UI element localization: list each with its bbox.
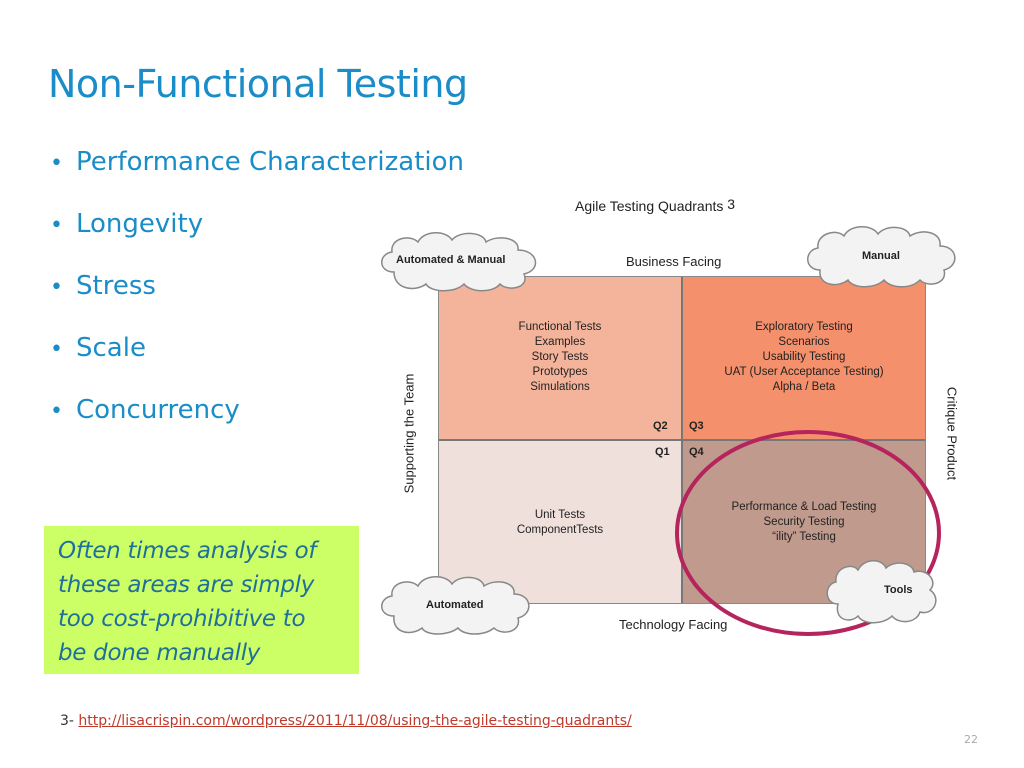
- cloud-bottom-left: Automated: [374, 574, 534, 640]
- cloud-label: Automated & Manual: [396, 254, 506, 266]
- quadrant-label-q3: Q3: [689, 420, 704, 432]
- quadrant-label-q1: Q1: [655, 446, 670, 458]
- bullet-dot: •: [50, 151, 63, 176]
- footnote: 3- http://lisacrispin.com/wordpress/2011…: [60, 713, 632, 729]
- quadrant-divider-horizontal: [438, 439, 926, 441]
- axis-label-bottom: Technology Facing: [619, 617, 728, 632]
- callout-line: these areas are simply: [58, 572, 315, 598]
- cloud-label: Tools: [884, 584, 913, 596]
- quadrant-label-q4: Q4: [689, 446, 704, 458]
- bullet-dot: •: [50, 399, 63, 424]
- bullet-item: •Stress: [50, 268, 464, 330]
- axis-label-left: Supporting the Team: [401, 373, 417, 494]
- cloud-icon: [381, 232, 537, 292]
- cloud-label: Manual: [862, 250, 900, 262]
- bullet-list: •Performance Characterization •Longevity…: [50, 144, 464, 454]
- page-number: 22: [964, 733, 978, 746]
- quadrant-border: [438, 276, 926, 604]
- cloud-bottom-right: Tools: [822, 556, 940, 630]
- bullet-dot: •: [50, 337, 63, 362]
- callout-line: be done manually: [58, 640, 261, 666]
- cloud-label: Automated: [426, 599, 484, 611]
- cloud-icon: [826, 560, 937, 624]
- cloud-icon: [807, 226, 956, 288]
- agile-quadrants-diagram: Agile Testing Quadrants 3 Functional Tes…: [370, 188, 970, 648]
- bullet-item: •Concurrency: [50, 392, 464, 454]
- bullet-dot: •: [50, 275, 63, 300]
- footnote-link[interactable]: http://lisacrispin.com/wordpress/2011/11…: [78, 713, 632, 729]
- slide-title: Non-Functional Testing: [48, 62, 468, 106]
- bullet-item: •Scale: [50, 330, 464, 392]
- quadrant-q1: Unit Tests ComponentTests: [438, 440, 682, 604]
- footnote-prefix: 3-: [60, 713, 74, 729]
- cloud-icon: [381, 576, 530, 635]
- callout-line: too cost-prohibitive to: [58, 606, 306, 632]
- callout-box: Often times analysis of these areas are …: [44, 526, 359, 674]
- highlight-ellipse: [675, 430, 941, 636]
- callout-line: Often times analysis of: [58, 538, 317, 564]
- axis-label-top: Business Facing: [626, 254, 722, 269]
- bullet-dot: •: [50, 213, 63, 238]
- quadrant-label-q2: Q2: [653, 420, 668, 432]
- quadrant-q4: Performance & Load Testing Security Test…: [682, 440, 926, 604]
- bullet-item: •Performance Characterization: [50, 144, 464, 206]
- cloud-top-left: Automated & Manual: [374, 228, 546, 298]
- cloud-top-right: Manual: [800, 222, 960, 296]
- quadrant-q2: Functional Tests Examples Story Tests Pr…: [438, 276, 682, 440]
- quadrant-q3: Exploratory Testing Scenarios Usability …: [682, 276, 926, 440]
- diagram-title: Agile Testing Quadrants 3: [575, 196, 736, 214]
- bullet-item: •Longevity: [50, 206, 464, 268]
